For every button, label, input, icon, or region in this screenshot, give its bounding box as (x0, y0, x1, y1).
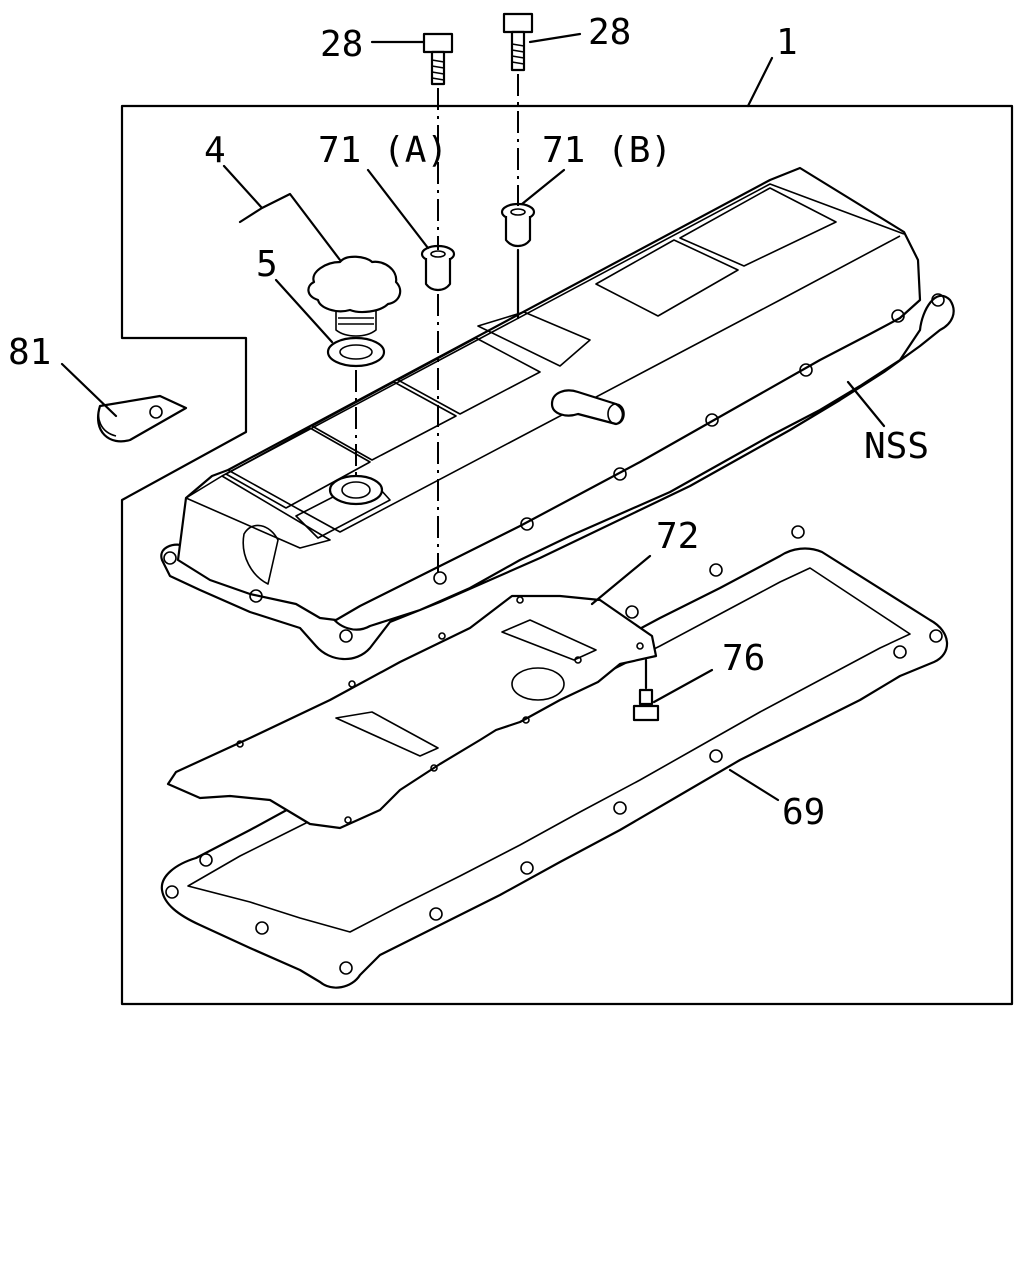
bolt-76 (632, 688, 660, 722)
bushing-71b (500, 202, 536, 248)
leader-71a (366, 168, 430, 250)
clip-81 (97, 394, 188, 443)
filler-cap-4 (307, 255, 402, 337)
leader-76 (652, 668, 714, 704)
assembly-frame (120, 104, 1014, 1006)
leader-1 (746, 56, 774, 108)
callout-69: 69 (782, 792, 825, 833)
callout-72: 72 (656, 516, 699, 557)
callout-71b: 71 (B) (542, 130, 672, 171)
bolt-28b (502, 12, 534, 72)
leader-71b (520, 168, 566, 206)
callout-71a: 71 (A) (318, 130, 448, 171)
callout-28a: 28 (320, 24, 363, 65)
bolt-28a (422, 32, 454, 86)
callout-NSS: NSS (864, 426, 929, 467)
bushing-71a (420, 244, 456, 292)
baffle-plate-72 (166, 594, 658, 830)
leader-69 (728, 768, 780, 802)
leader-NSS (846, 380, 886, 428)
leader-28b (528, 32, 582, 44)
leader-81 (60, 362, 118, 418)
callout-5: 5 (256, 244, 278, 285)
seal-ring-5 (326, 336, 386, 368)
callout-1: 1 (776, 22, 798, 63)
leader-5 (274, 278, 334, 344)
head-cover (160, 166, 955, 661)
callout-28b: 28 (588, 12, 631, 53)
leader-72 (590, 554, 652, 606)
callout-4: 4 (204, 130, 226, 171)
leader-4-5 (222, 164, 342, 262)
callout-76: 76 (722, 638, 765, 679)
callout-81: 81 (8, 332, 51, 373)
